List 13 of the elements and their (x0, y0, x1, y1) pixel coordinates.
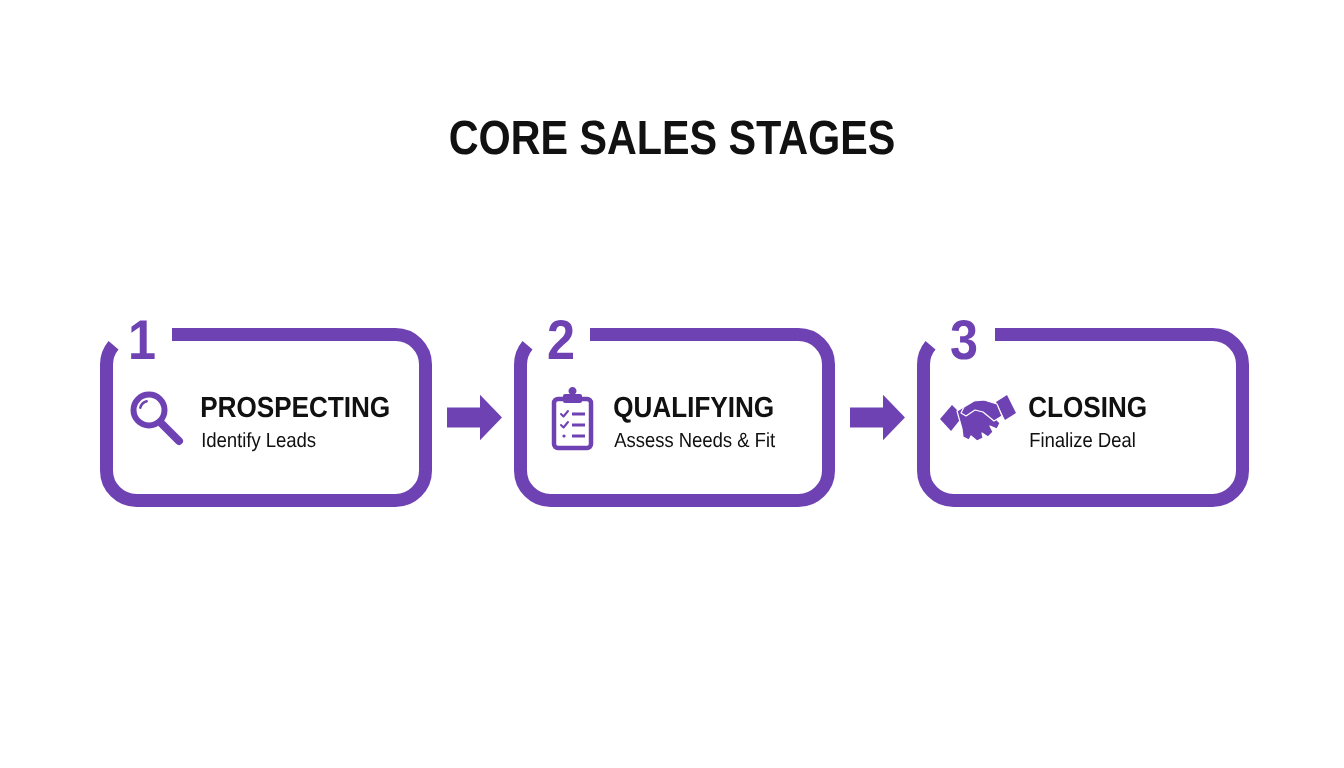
step-number: 1 (131, 320, 155, 359)
stage-subtitle: Identify Leads (202, 432, 316, 452)
stage-title: QUALIFYING (614, 396, 773, 423)
stage-title: PROSPECTING (201, 396, 389, 418)
diagram-title: CORE SALES STAGES (450, 120, 894, 155)
step-number: 2 (548, 319, 573, 359)
stage-card (514, 319, 835, 507)
step-number: 3 (951, 319, 977, 360)
stage-title: CLOSING (1029, 396, 1146, 418)
stage-subtitle: Finalize Deal (1030, 432, 1135, 448)
stage-card (100, 320, 432, 507)
stage-subtitle: Assess Needs & Fit (614, 432, 775, 448)
stage-card (917, 319, 1249, 507)
